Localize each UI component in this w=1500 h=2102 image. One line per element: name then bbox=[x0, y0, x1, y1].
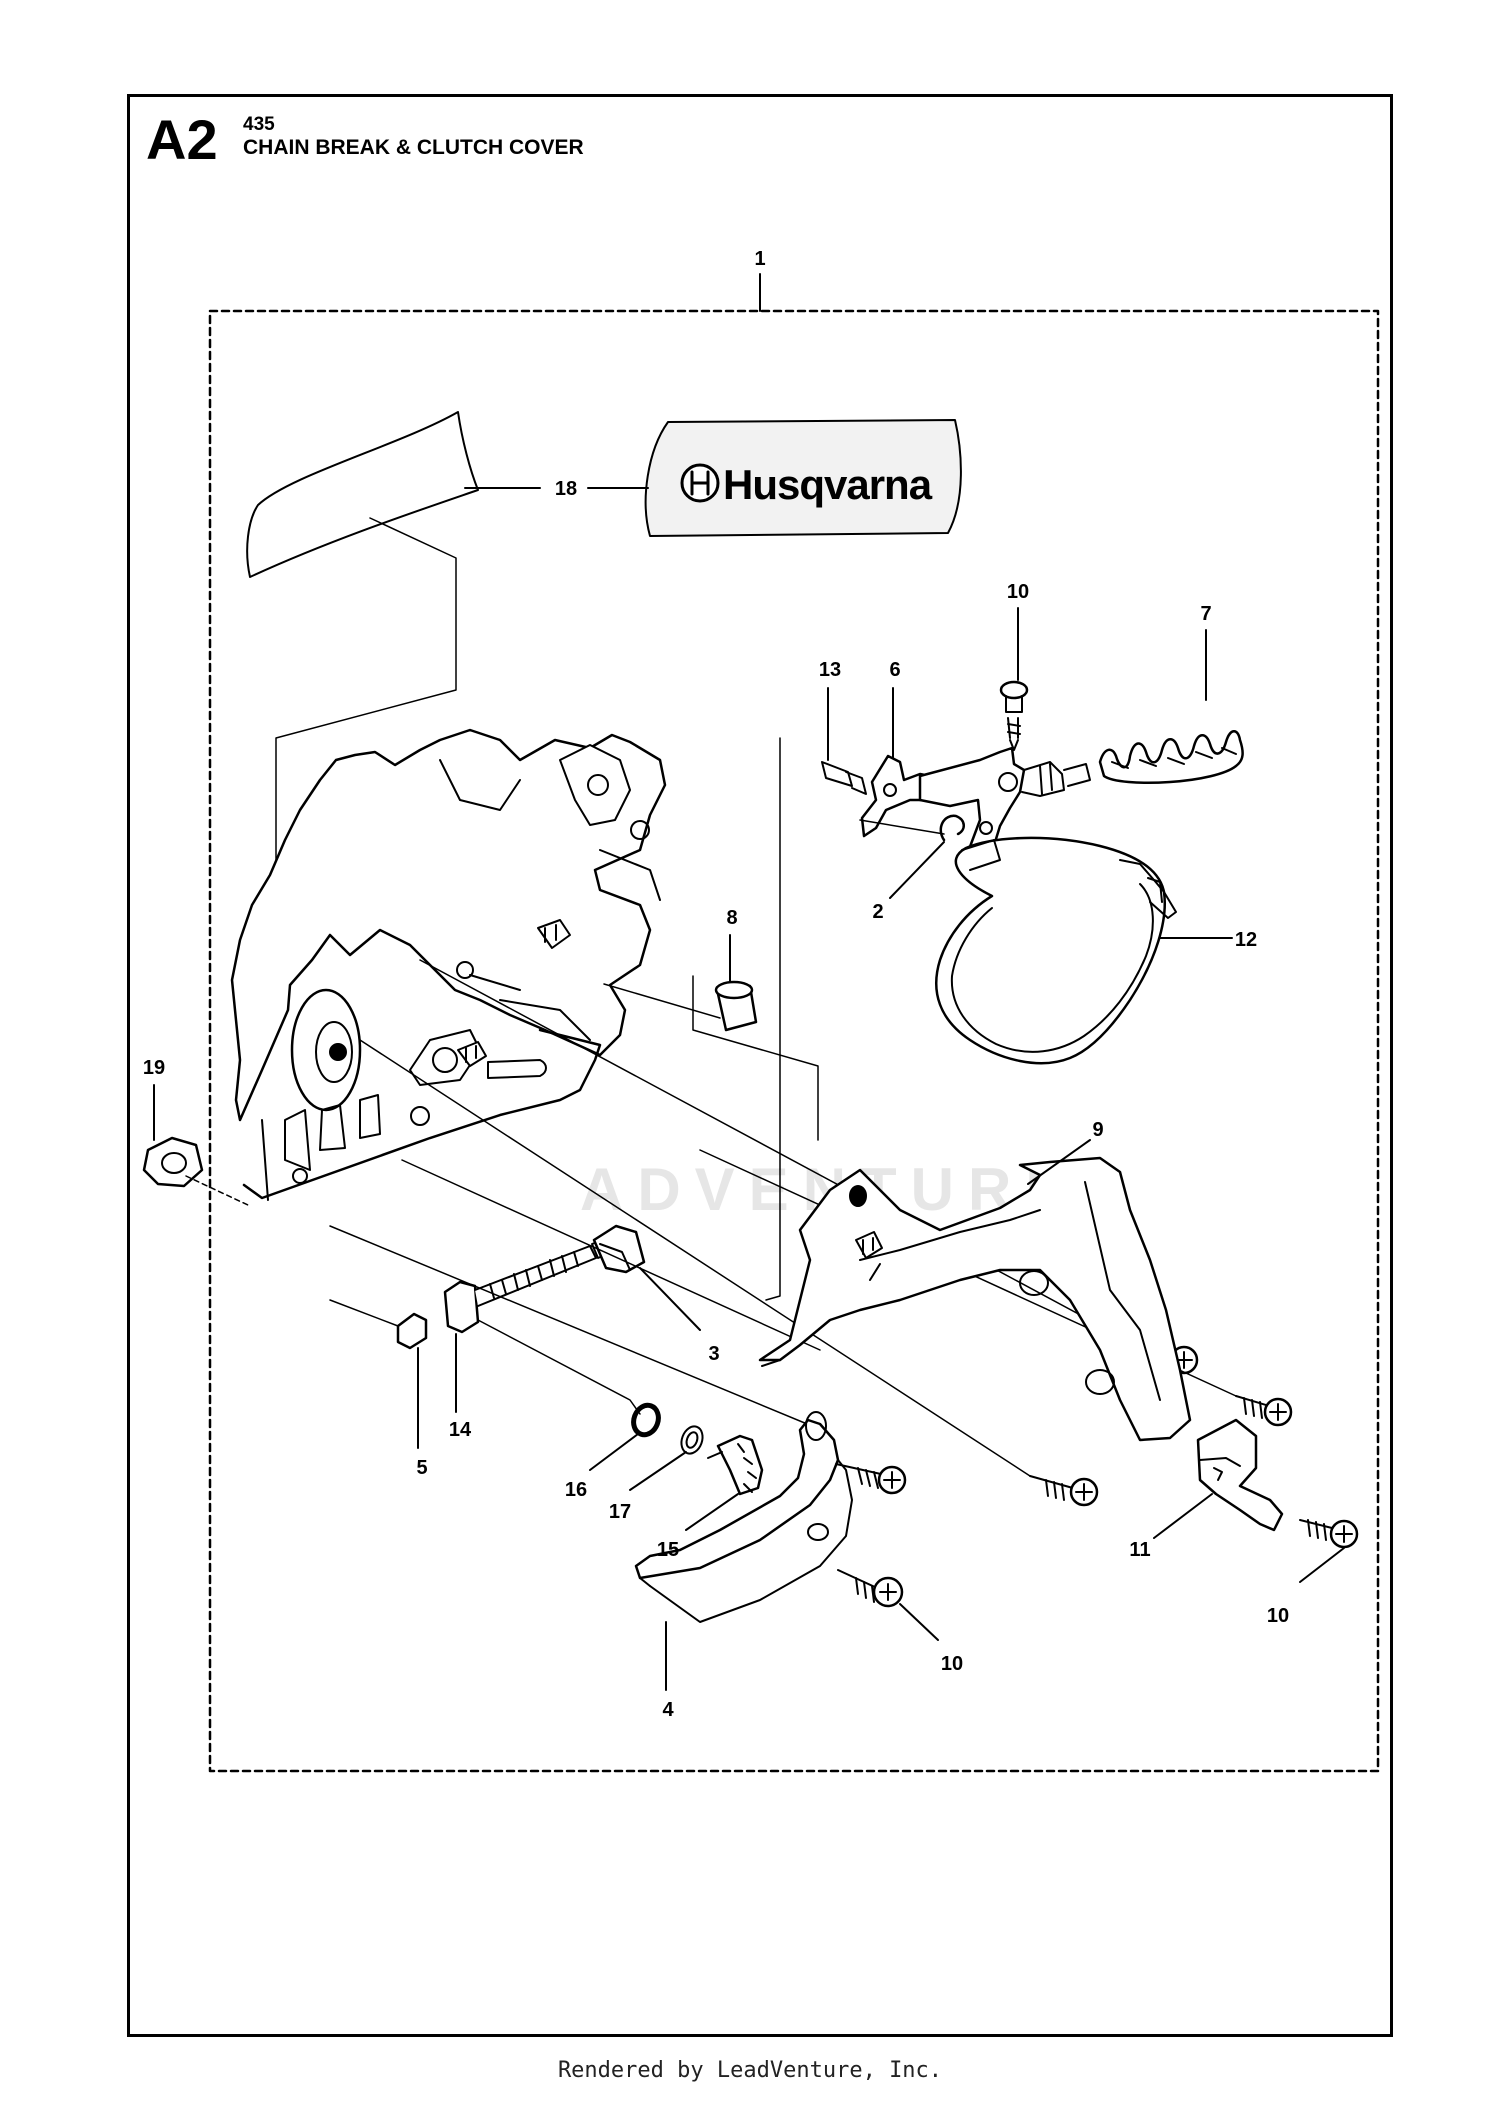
callout-10-right: 10 bbox=[1267, 1605, 1289, 1627]
callout-8: 8 bbox=[726, 907, 737, 929]
callout-19: 19 bbox=[143, 1057, 165, 1079]
model-number: 435 bbox=[243, 114, 275, 135]
part-13-pin bbox=[821, 761, 867, 795]
callout-5: 5 bbox=[416, 1457, 427, 1479]
axis-19 bbox=[185, 1175, 251, 1207]
axis-5 bbox=[329, 1299, 399, 1327]
callout-18: 18 bbox=[555, 478, 577, 500]
leader-2 bbox=[889, 841, 945, 899]
callout-4: 4 bbox=[662, 1699, 674, 1721]
husqvarna-crown-icon bbox=[680, 463, 720, 503]
leader-10-handle bbox=[899, 1603, 939, 1641]
part-5-adjuster-nut bbox=[396, 1312, 428, 1350]
callout-17: 17 bbox=[609, 1501, 631, 1523]
clutch-cover-body bbox=[230, 728, 667, 1201]
brake-alignment-line bbox=[765, 737, 781, 1301]
callout-2: 2 bbox=[872, 901, 883, 923]
part-11-brake-lever bbox=[1196, 1418, 1284, 1532]
part-16-o-ring bbox=[631, 1402, 661, 1438]
axis-cover-to-handle bbox=[329, 1225, 813, 1427]
axis-2 bbox=[859, 819, 945, 835]
assembly-boundary bbox=[208, 309, 1380, 1773]
callout-6: 6 bbox=[889, 659, 900, 681]
part-9-chain-brake-bracket bbox=[758, 1156, 1192, 1442]
part-2-circlip bbox=[939, 814, 965, 842]
part-17-washer bbox=[680, 1425, 704, 1455]
leader-10-right bbox=[1299, 1547, 1345, 1583]
screw-bracket-right bbox=[1235, 1395, 1293, 1427]
callout-11: 11 bbox=[1129, 1539, 1150, 1561]
axis-14-to-16 bbox=[477, 1319, 641, 1415]
bracket-logo-emblem bbox=[855, 1231, 883, 1259]
part-6-brake-lever-plate bbox=[860, 754, 962, 838]
callout-1: 1 bbox=[754, 248, 765, 270]
callout-14: 14 bbox=[449, 1419, 472, 1441]
cover-logo-emblem bbox=[537, 919, 571, 949]
screw-handle-upper bbox=[835, 1463, 907, 1495]
section-code: A2 bbox=[146, 108, 218, 171]
diagram-title: CHAIN BREAK & CLUTCH COVER bbox=[243, 136, 584, 159]
axis-8 bbox=[603, 983, 721, 1019]
part-15-adjuster-gear bbox=[707, 1434, 764, 1496]
axis-screw-lower bbox=[359, 1039, 1031, 1477]
leader-11 bbox=[1153, 1493, 1213, 1539]
part-3-tensioner-block bbox=[592, 1224, 646, 1274]
callout-15: 15 bbox=[657, 1539, 679, 1561]
part-10-screw-handle-lower bbox=[837, 1569, 904, 1608]
part-10-screw-right bbox=[1299, 1519, 1359, 1549]
diagram-frame bbox=[127, 94, 1393, 2037]
callout-7: 7 bbox=[1200, 603, 1211, 625]
part-7-brake-spring bbox=[1098, 730, 1244, 784]
axis-screw-mid bbox=[419, 959, 1139, 1347]
part-8-bushing bbox=[714, 980, 758, 1032]
footer-credit: Rendered by LeadVenture, Inc. bbox=[557, 2058, 943, 2083]
part-18-husqvarna-decal: Husqvarna bbox=[644, 419, 962, 537]
part-18-decal-blank bbox=[246, 411, 479, 578]
part-19-nut bbox=[142, 1136, 204, 1188]
leader-17 bbox=[629, 1451, 687, 1491]
part-14-tensioner-screw bbox=[443, 1237, 613, 1334]
callout-13: 13 bbox=[819, 659, 841, 681]
outline-8 bbox=[692, 975, 819, 1141]
part-12-brake-band bbox=[935, 836, 1177, 1065]
leader-16 bbox=[589, 1433, 639, 1471]
callout-16: 16 bbox=[565, 1479, 587, 1501]
leader-15 bbox=[685, 1493, 739, 1531]
axis-cover-to-bracket bbox=[401, 1159, 821, 1351]
callout-3: 3 bbox=[708, 1343, 719, 1365]
callout-10-handle: 10 bbox=[941, 1653, 963, 1675]
part-10-screw-top bbox=[999, 680, 1029, 751]
callout-12: 12 bbox=[1235, 929, 1257, 951]
callout-9: 9 bbox=[1092, 1119, 1103, 1141]
decal-brand-text: Husqvarna bbox=[723, 461, 933, 508]
screw-bracket-lower bbox=[1029, 1475, 1099, 1507]
part-4-side-handle bbox=[634, 1411, 853, 1623]
leader-3 bbox=[639, 1267, 701, 1331]
leader-9 bbox=[1027, 1139, 1091, 1185]
cover-logo-emblem-lower bbox=[457, 1041, 487, 1067]
callout-10-top: 10 bbox=[1007, 581, 1029, 603]
